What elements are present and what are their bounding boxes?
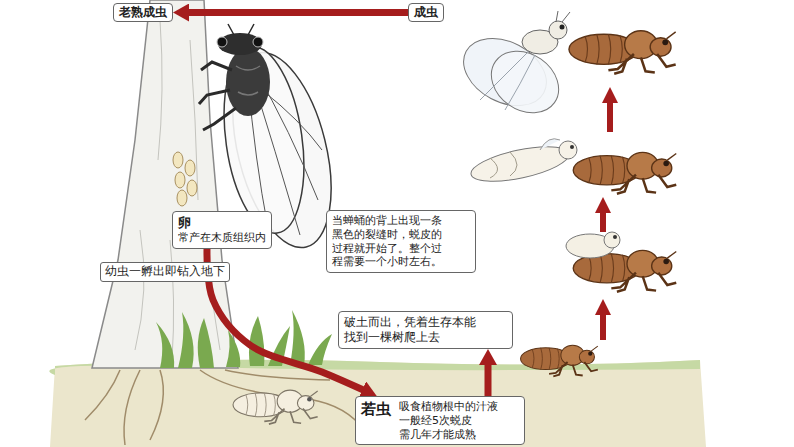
stage-box: 若虫吸食植物根中的汁液 一般经5次蜕皮 需几年才能成熟 <box>355 396 525 445</box>
roots <box>85 370 120 420</box>
molting-stage-2 <box>573 152 676 193</box>
note-box: 破土而出，凭着生存本能 找到一棵树爬上去 <box>338 311 513 349</box>
adult-cicada <box>479 38 570 125</box>
adult-cicada <box>480 50 535 110</box>
stage-name: 老熟成虫 <box>119 5 167 20</box>
molting-stage-1 <box>613 235 617 239</box>
stage-arrows <box>600 312 606 340</box>
molting-stage-2 <box>540 139 560 150</box>
eggs <box>187 180 197 196</box>
mature-cicada <box>253 37 263 47</box>
note-box: 当蝉蛹的背上出现一条 黑色的裂缝时，蜕皮的 过程就开始了。整个过 程需要一个小时… <box>326 210 476 273</box>
tree-trunk <box>135 20 220 360</box>
mature-cicada <box>226 48 270 116</box>
molting-stage-2 <box>559 141 577 159</box>
note-text: 吸食植物根中的汁液 一般经5次蜕皮 需几年才能成熟 <box>399 400 519 441</box>
underground-nymph <box>233 390 318 424</box>
eggs <box>177 190 187 206</box>
molting-stage-1 <box>566 232 676 292</box>
roots <box>150 370 163 440</box>
stage-name: 卵 <box>178 215 266 231</box>
grass <box>156 322 174 368</box>
life-cycle-arrow <box>485 362 492 396</box>
stage-name: 成虫 <box>414 5 438 20</box>
adult-cicada <box>549 21 567 39</box>
roots <box>124 370 140 445</box>
molting-stage-2 <box>468 139 676 194</box>
underground-nymph <box>233 390 318 424</box>
eggs <box>173 152 197 206</box>
molting-stage-2 <box>570 145 574 149</box>
molting-stage-2 <box>490 152 517 178</box>
molting-stage-2 <box>468 140 572 188</box>
roots <box>85 370 360 445</box>
stage-name: 若虫 <box>361 400 391 419</box>
molting-stage-1 <box>604 232 620 248</box>
adult-cicada <box>556 11 570 22</box>
arrow-label: 幼虫一孵出即钻入地下 <box>100 262 230 282</box>
adult-cicada <box>452 11 676 126</box>
emerging-nymph <box>521 345 598 376</box>
stage-arrows <box>607 100 613 132</box>
mature-cicada <box>228 24 254 35</box>
grass <box>308 334 332 365</box>
stage-arrows <box>600 210 606 232</box>
stage-arrows <box>603 100 610 340</box>
ground <box>49 360 706 447</box>
grass <box>178 312 194 368</box>
life-cycle-arrow <box>186 9 408 16</box>
eggs <box>173 152 183 168</box>
mature-cicada <box>218 33 262 55</box>
adult-cicada <box>560 25 565 30</box>
adult-cicada <box>569 31 676 74</box>
eggs <box>185 160 195 176</box>
mature-cicada <box>199 62 236 130</box>
eggs <box>175 172 185 188</box>
note-text: 当蝉蛹的背上出现一条 黑色的裂缝时，蜕皮的 过程就开始了。整个过 程需要一个小时… <box>332 214 470 269</box>
emerging-nymph <box>521 345 598 376</box>
note-text: 常产在木质组织内 <box>178 231 266 245</box>
grass <box>290 310 305 365</box>
mature-cicada <box>217 37 227 47</box>
note-box: 卵常产在木质组织内 <box>172 211 272 249</box>
ground <box>50 360 706 447</box>
grass <box>249 316 264 366</box>
grass <box>198 318 214 368</box>
stage-label: 老熟成虫 <box>113 3 173 22</box>
note-text: 破土而出，凭着生存本能 找到一棵树爬上去 <box>344 315 507 345</box>
mature-cicada <box>236 66 260 95</box>
stage-label: 成虫 <box>408 3 444 22</box>
